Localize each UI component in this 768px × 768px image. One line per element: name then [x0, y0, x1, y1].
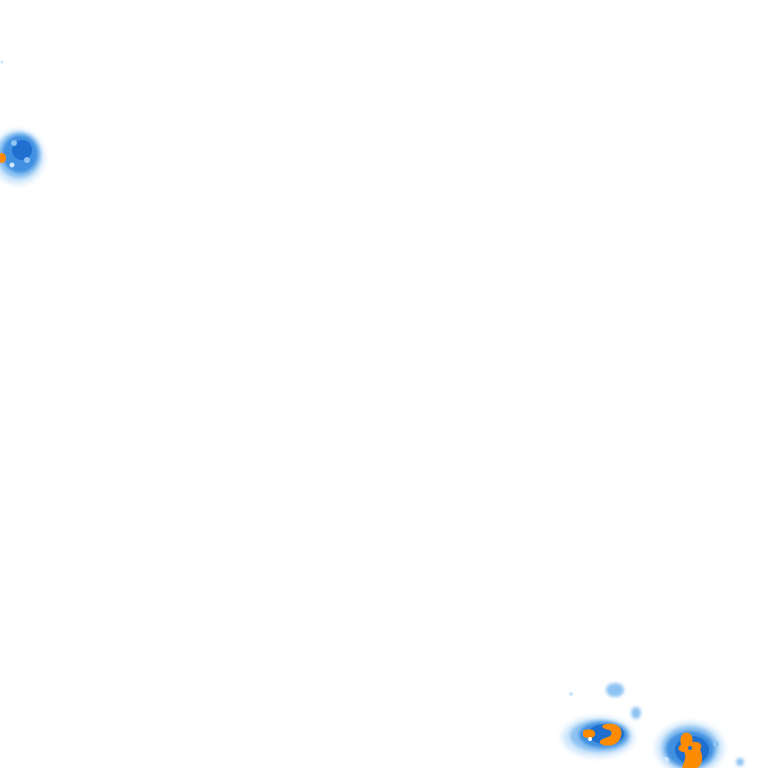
echo-cell-bottom-right — [656, 722, 724, 768]
echo-fragments-bottom — [569, 683, 744, 766]
echo-cell-bottom-center — [562, 717, 634, 757]
echo-cell-top-left — [0, 130, 44, 184]
echo-speck — [0, 60, 4, 64]
